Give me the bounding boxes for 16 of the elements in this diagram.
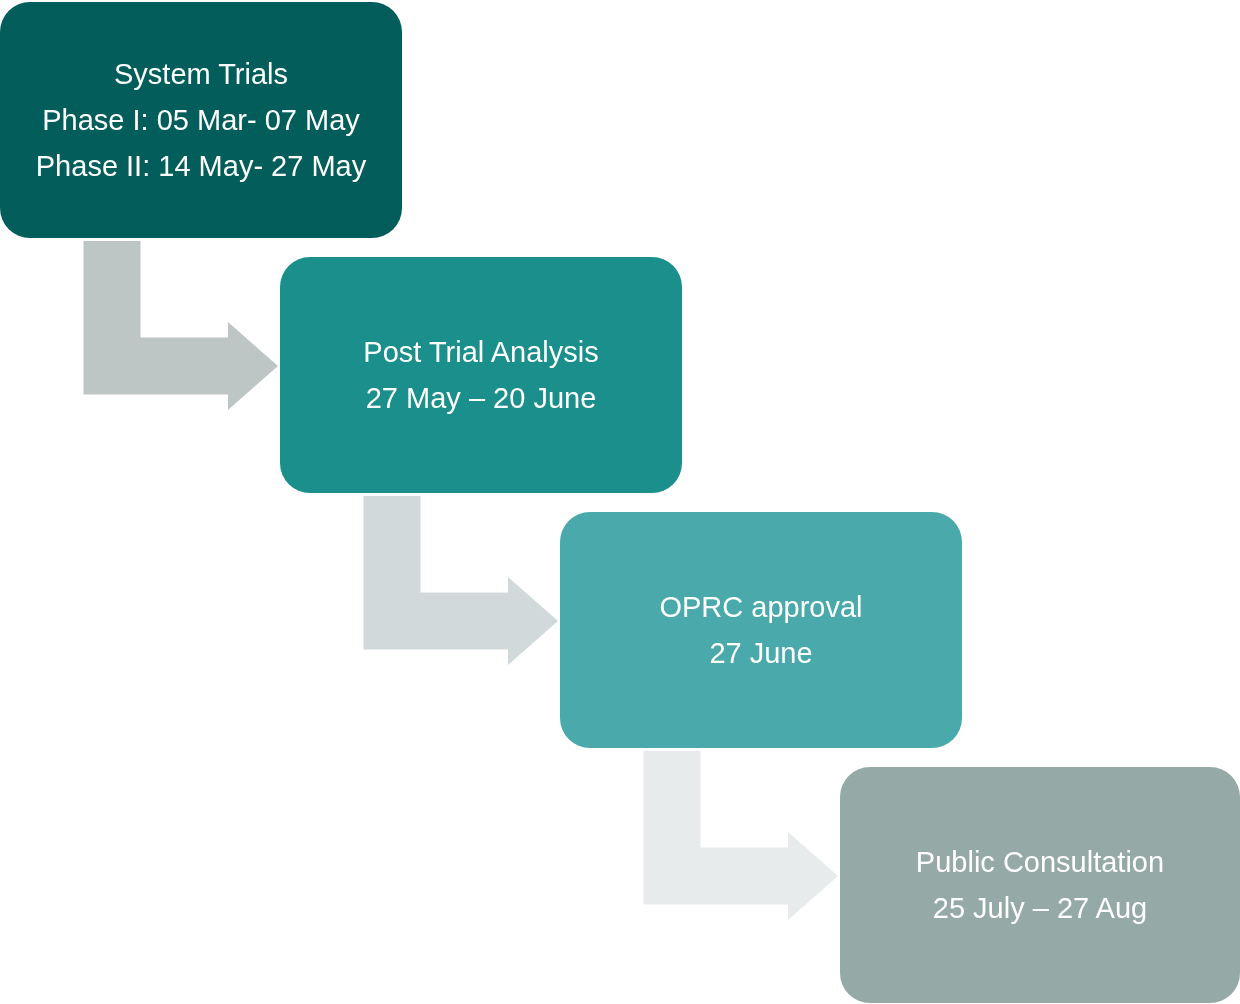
box-title: System Trials bbox=[114, 57, 288, 92]
process-box bbox=[0, 2, 402, 238]
box-title: OPRC approval bbox=[659, 590, 863, 625]
process-box bbox=[560, 512, 962, 748]
process-box bbox=[280, 257, 682, 493]
bent-arrow bbox=[363, 496, 558, 665]
date-range: 25 July – 27 Aug bbox=[932, 891, 1148, 926]
date-range: 27 June bbox=[709, 636, 813, 671]
date-range: 27 May – 20 June bbox=[365, 381, 597, 416]
bent-arrow bbox=[83, 241, 278, 410]
date-range: Phase II: 14 May- 27 May bbox=[35, 149, 367, 184]
date-range: Phase I: 05 Mar- 07 May bbox=[42, 103, 360, 138]
process-box bbox=[840, 767, 1240, 1003]
bent-arrow bbox=[643, 751, 838, 920]
box-title: Public Consultation bbox=[915, 845, 1165, 880]
box-title: Post Trial Analysis bbox=[363, 335, 599, 370]
